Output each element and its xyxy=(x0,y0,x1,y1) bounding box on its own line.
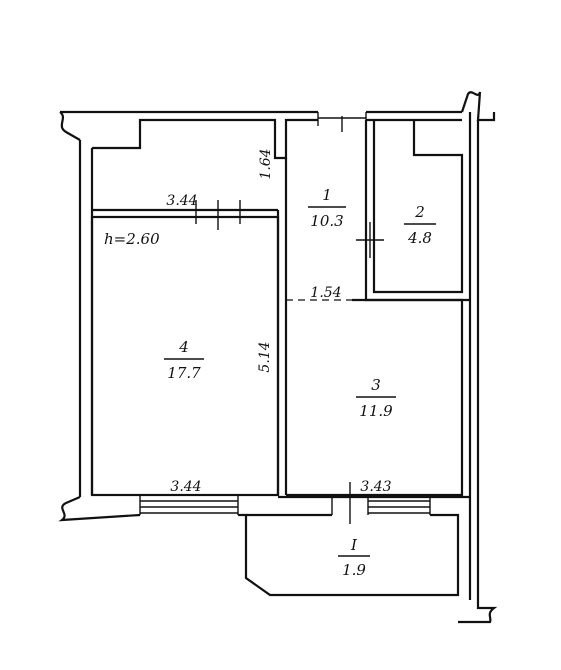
room-4-window xyxy=(139,495,239,515)
room-2-number: 2 xyxy=(414,203,425,221)
left-break-bottom xyxy=(58,495,141,522)
balcony-area: 1.9 xyxy=(342,561,366,579)
dim-room4-top-width: 3.44 xyxy=(166,193,197,209)
dim-room4-right-height: 5.14 xyxy=(257,341,273,372)
room-3 xyxy=(278,298,470,524)
dim-corridor-height: 1.64 xyxy=(258,148,274,179)
right-break-top xyxy=(460,91,496,122)
room-2-inner xyxy=(372,120,464,294)
room-1-number: 1 xyxy=(322,186,332,204)
dim-room4-bottom-width: 3.44 xyxy=(170,479,201,495)
inner-top-step xyxy=(92,118,318,160)
balcony-number: I xyxy=(350,536,358,554)
labels: h=2.60 1 10.3 2 4.8 3 11.9 4 17.7 I 1.9 … xyxy=(104,148,436,579)
right-break-bottom xyxy=(458,590,498,624)
room-4-area: 17.7 xyxy=(167,364,201,382)
room-3-walls xyxy=(286,298,464,497)
room-4-walls xyxy=(90,215,280,497)
left-break-top xyxy=(59,111,81,141)
room-3-window xyxy=(331,482,431,524)
room-4-number: 4 xyxy=(178,338,189,356)
dim-room3-bottom-width: 3.43 xyxy=(360,479,391,495)
room-1-area: 10.3 xyxy=(310,212,343,230)
room-2-area: 4.8 xyxy=(407,229,432,247)
balcony-outline xyxy=(238,513,460,597)
room-2 xyxy=(356,120,470,302)
room-3-number: 3 xyxy=(371,376,381,394)
room-3-area: 11.9 xyxy=(359,402,393,420)
balcony xyxy=(238,513,460,597)
dim-corridor-width: 1.54 xyxy=(310,285,341,301)
ceiling-height-label: h=2.60 xyxy=(104,230,160,248)
room-1-corridor xyxy=(276,112,367,495)
